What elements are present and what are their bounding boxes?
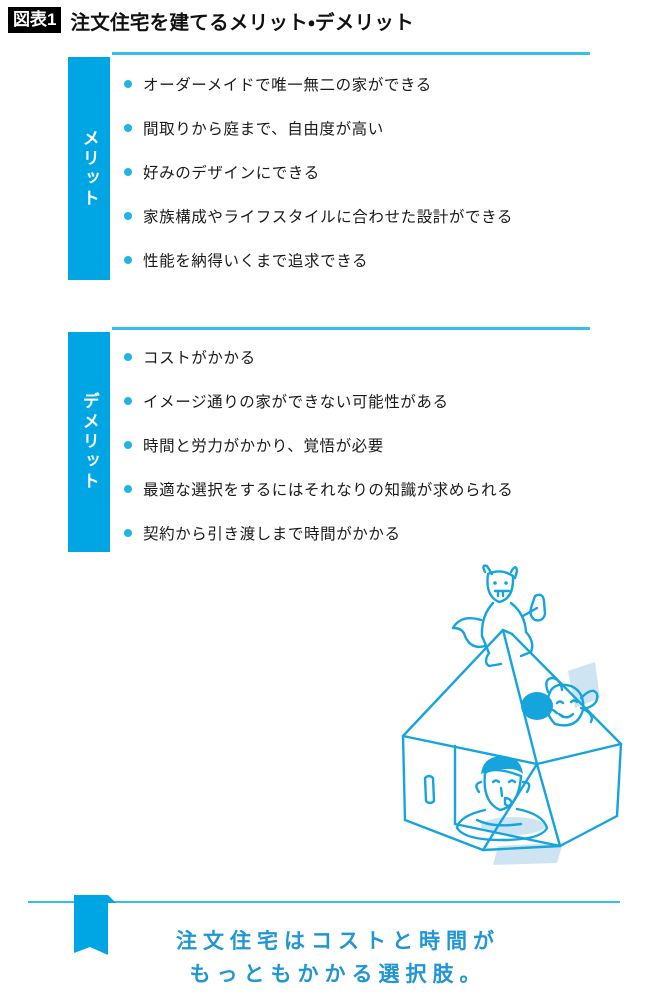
section-top-rule xyxy=(112,327,590,330)
page-title: 注文住宅を建てるメリット・デメリット xyxy=(70,11,414,34)
bullet-icon xyxy=(124,256,132,264)
list-item-label: オーダーメイドで唯一無二の家ができる xyxy=(143,77,432,94)
demerit-section: デメリット コストがかかる イメージ通りの家ができない可能性がある 時間と労力が… xyxy=(0,327,670,562)
house-structure xyxy=(401,628,623,852)
man-figure xyxy=(455,756,549,842)
list-item-label: 最適な選択をするにはそれなりの知識が求められる xyxy=(143,482,514,499)
dog-figure xyxy=(451,564,547,668)
list-item: 性能を納得いくまで追求できる xyxy=(124,238,594,282)
footer-rule xyxy=(28,901,620,903)
list-item: 時間と労力がかかり、覚悟が必要 xyxy=(124,423,594,467)
list-item: コストがかかる xyxy=(124,335,594,379)
list-item-label: 好みのデザインにできる xyxy=(143,165,320,182)
list-item-label: 性能を納得いくまで追求できる xyxy=(143,253,369,270)
bullet-icon xyxy=(124,485,132,493)
merit-tab-label: メリット xyxy=(79,128,99,209)
merit-section: メリット オーダーメイドで唯一無二の家ができる 間取りから庭まで、自由度が高い … xyxy=(0,52,670,292)
footer: 注文住宅はコストと時間が もっともかかる選択肢。 xyxy=(0,893,670,1005)
bullet-icon xyxy=(124,168,132,176)
bullet-icon xyxy=(124,80,132,88)
list-item: 間取りから庭まで、自由度が高い xyxy=(124,106,594,150)
bullet-icon xyxy=(124,529,132,537)
demerit-list: コストがかかる イメージ通りの家ができない可能性がある 時間と労力がかかり、覚悟… xyxy=(124,335,594,555)
list-item: 好みのデザインにできる xyxy=(124,150,594,194)
footer-message-line-1: 注文住宅はコストと時間が xyxy=(176,930,500,953)
merit-side-tab: メリット xyxy=(68,57,110,280)
bullet-icon xyxy=(124,353,132,361)
list-item: 契約から引き渡しまで時間がかかる xyxy=(124,511,594,555)
girl-figure xyxy=(521,676,599,727)
ribbon-icon xyxy=(70,893,116,955)
house-illustration xyxy=(385,558,650,888)
demerit-tab-label: デメリット xyxy=(79,392,99,492)
bullet-icon xyxy=(124,397,132,405)
demerit-side-tab: デメリット xyxy=(68,332,110,552)
merit-list: オーダーメイドで唯一無二の家ができる 間取りから庭まで、自由度が高い 好みのデザ… xyxy=(124,62,594,282)
bullet-icon xyxy=(124,212,132,220)
list-item-label: 間取りから庭まで、自由度が高い xyxy=(143,121,384,138)
list-item-label: コストがかかる xyxy=(143,350,256,367)
list-item-label: 時間と労力がかかり、覚悟が必要 xyxy=(143,438,384,455)
header: 図表1 注文住宅を建てるメリット・デメリット xyxy=(0,0,670,40)
list-item-label: 契約から引き渡しまで時間がかかる xyxy=(143,526,401,543)
list-item: 最適な選択をするにはそれなりの知識が求められる xyxy=(124,467,594,511)
footer-message-line-2: もっともかかる選択肢。 xyxy=(189,962,487,986)
figure-number-badge: 図表1 xyxy=(8,7,62,33)
bullet-icon xyxy=(124,441,132,449)
bullet-icon xyxy=(124,124,132,132)
list-item: イメージ通りの家ができない可能性がある xyxy=(124,379,594,423)
list-item-label: 家族構成やライフスタイルに合わせた設計ができる xyxy=(143,209,513,226)
section-top-rule xyxy=(112,52,590,55)
footer-message: 注文住宅はコストと時間が もっともかかる選択肢。 xyxy=(0,926,670,991)
list-item: 家族構成やライフスタイルに合わせた設計ができる xyxy=(124,194,594,238)
list-item: オーダーメイドで唯一無二の家ができる xyxy=(124,62,594,106)
list-item-label: イメージ通りの家ができない可能性がある xyxy=(143,394,449,411)
